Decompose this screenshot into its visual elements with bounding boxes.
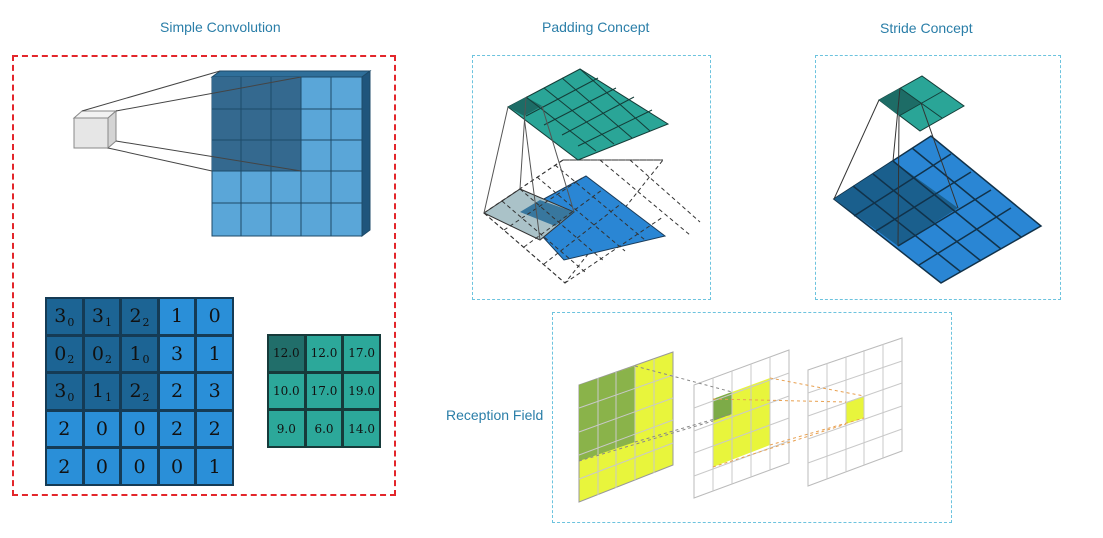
kernel-weight: 2 (142, 315, 150, 329)
input-value: 1 (91, 380, 104, 403)
input-value: 2 (171, 418, 184, 441)
input-value: 2 (129, 380, 142, 403)
output-matrix-cell: 12.0 (267, 334, 306, 373)
input-value: 2 (58, 455, 71, 478)
output-matrix-cell: 9.0 (267, 409, 306, 448)
input-value: 0 (133, 455, 146, 478)
kernel-weight: 1 (104, 315, 112, 329)
input-value: 0 (91, 342, 104, 365)
input-value: 0 (133, 418, 146, 441)
input-matrix-cell: 1 (195, 447, 234, 486)
input-matrix-cell: 0 (82, 447, 122, 486)
kernel-weight: 1 (104, 390, 112, 404)
input-value: 3 (171, 342, 184, 365)
title-padding-concept: Padding Concept (542, 19, 650, 35)
input-value: 2 (208, 418, 221, 441)
kernel-weight: 0 (142, 353, 150, 367)
volume-highlight-region (212, 77, 301, 171)
input-value: 0 (95, 455, 108, 478)
input-value: 1 (171, 305, 184, 328)
input-value: 3 (208, 380, 221, 403)
input-value: 3 (91, 305, 104, 328)
output-matrix-cell: 14.0 (342, 409, 381, 448)
input-value: 0 (95, 418, 108, 441)
input-value: 1 (129, 342, 142, 365)
input-value: 0 (54, 342, 67, 365)
stride-kernel-region (834, 161, 958, 246)
simple-convolution-frame (12, 55, 396, 496)
output-matrix-cell: 12.0 (304, 334, 344, 373)
input-value: 1 (208, 342, 221, 365)
input-matrix-cell: 0 (120, 409, 159, 449)
input-value: 1 (208, 455, 221, 478)
reception-field-frame (552, 312, 952, 523)
kernel-weight: 0 (67, 390, 75, 404)
output-matrix-cell: 17.0 (304, 371, 344, 411)
stride-concept-frame (815, 55, 1061, 300)
kernel-weight: 2 (104, 353, 112, 367)
input-matrix-cell: 2 (157, 372, 197, 411)
input-matrix-cell: 2 (195, 409, 234, 449)
input-value: 3 (54, 380, 67, 403)
padding-concept-frame (472, 55, 711, 300)
input-value: 0 (208, 305, 221, 328)
padding-input-grid (519, 175, 667, 261)
title-simple-convolution: Simple Convolution (160, 19, 281, 35)
input-value: 2 (58, 418, 71, 441)
input-matrix-cell: 0 (195, 297, 234, 336)
kernel-weight: 2 (67, 353, 75, 367)
output-matrix-cell: 6.0 (304, 409, 344, 448)
input-value: 0 (171, 455, 184, 478)
kernel-cube-front (73, 117, 109, 149)
input-matrix-cell: 3 (195, 372, 234, 411)
title-stride-concept: Stride Concept (880, 20, 973, 36)
output-matrix-cell: 19.0 (342, 371, 381, 411)
input-matrix-cell: 0 (120, 447, 159, 486)
kernel-weight: 2 (142, 390, 150, 404)
kernel-weight: 0 (67, 315, 75, 329)
title-reception-field: Reception Field (446, 407, 544, 423)
input-value: 2 (171, 380, 184, 403)
input-value: 2 (129, 305, 142, 328)
input-value: 3 (54, 305, 67, 328)
